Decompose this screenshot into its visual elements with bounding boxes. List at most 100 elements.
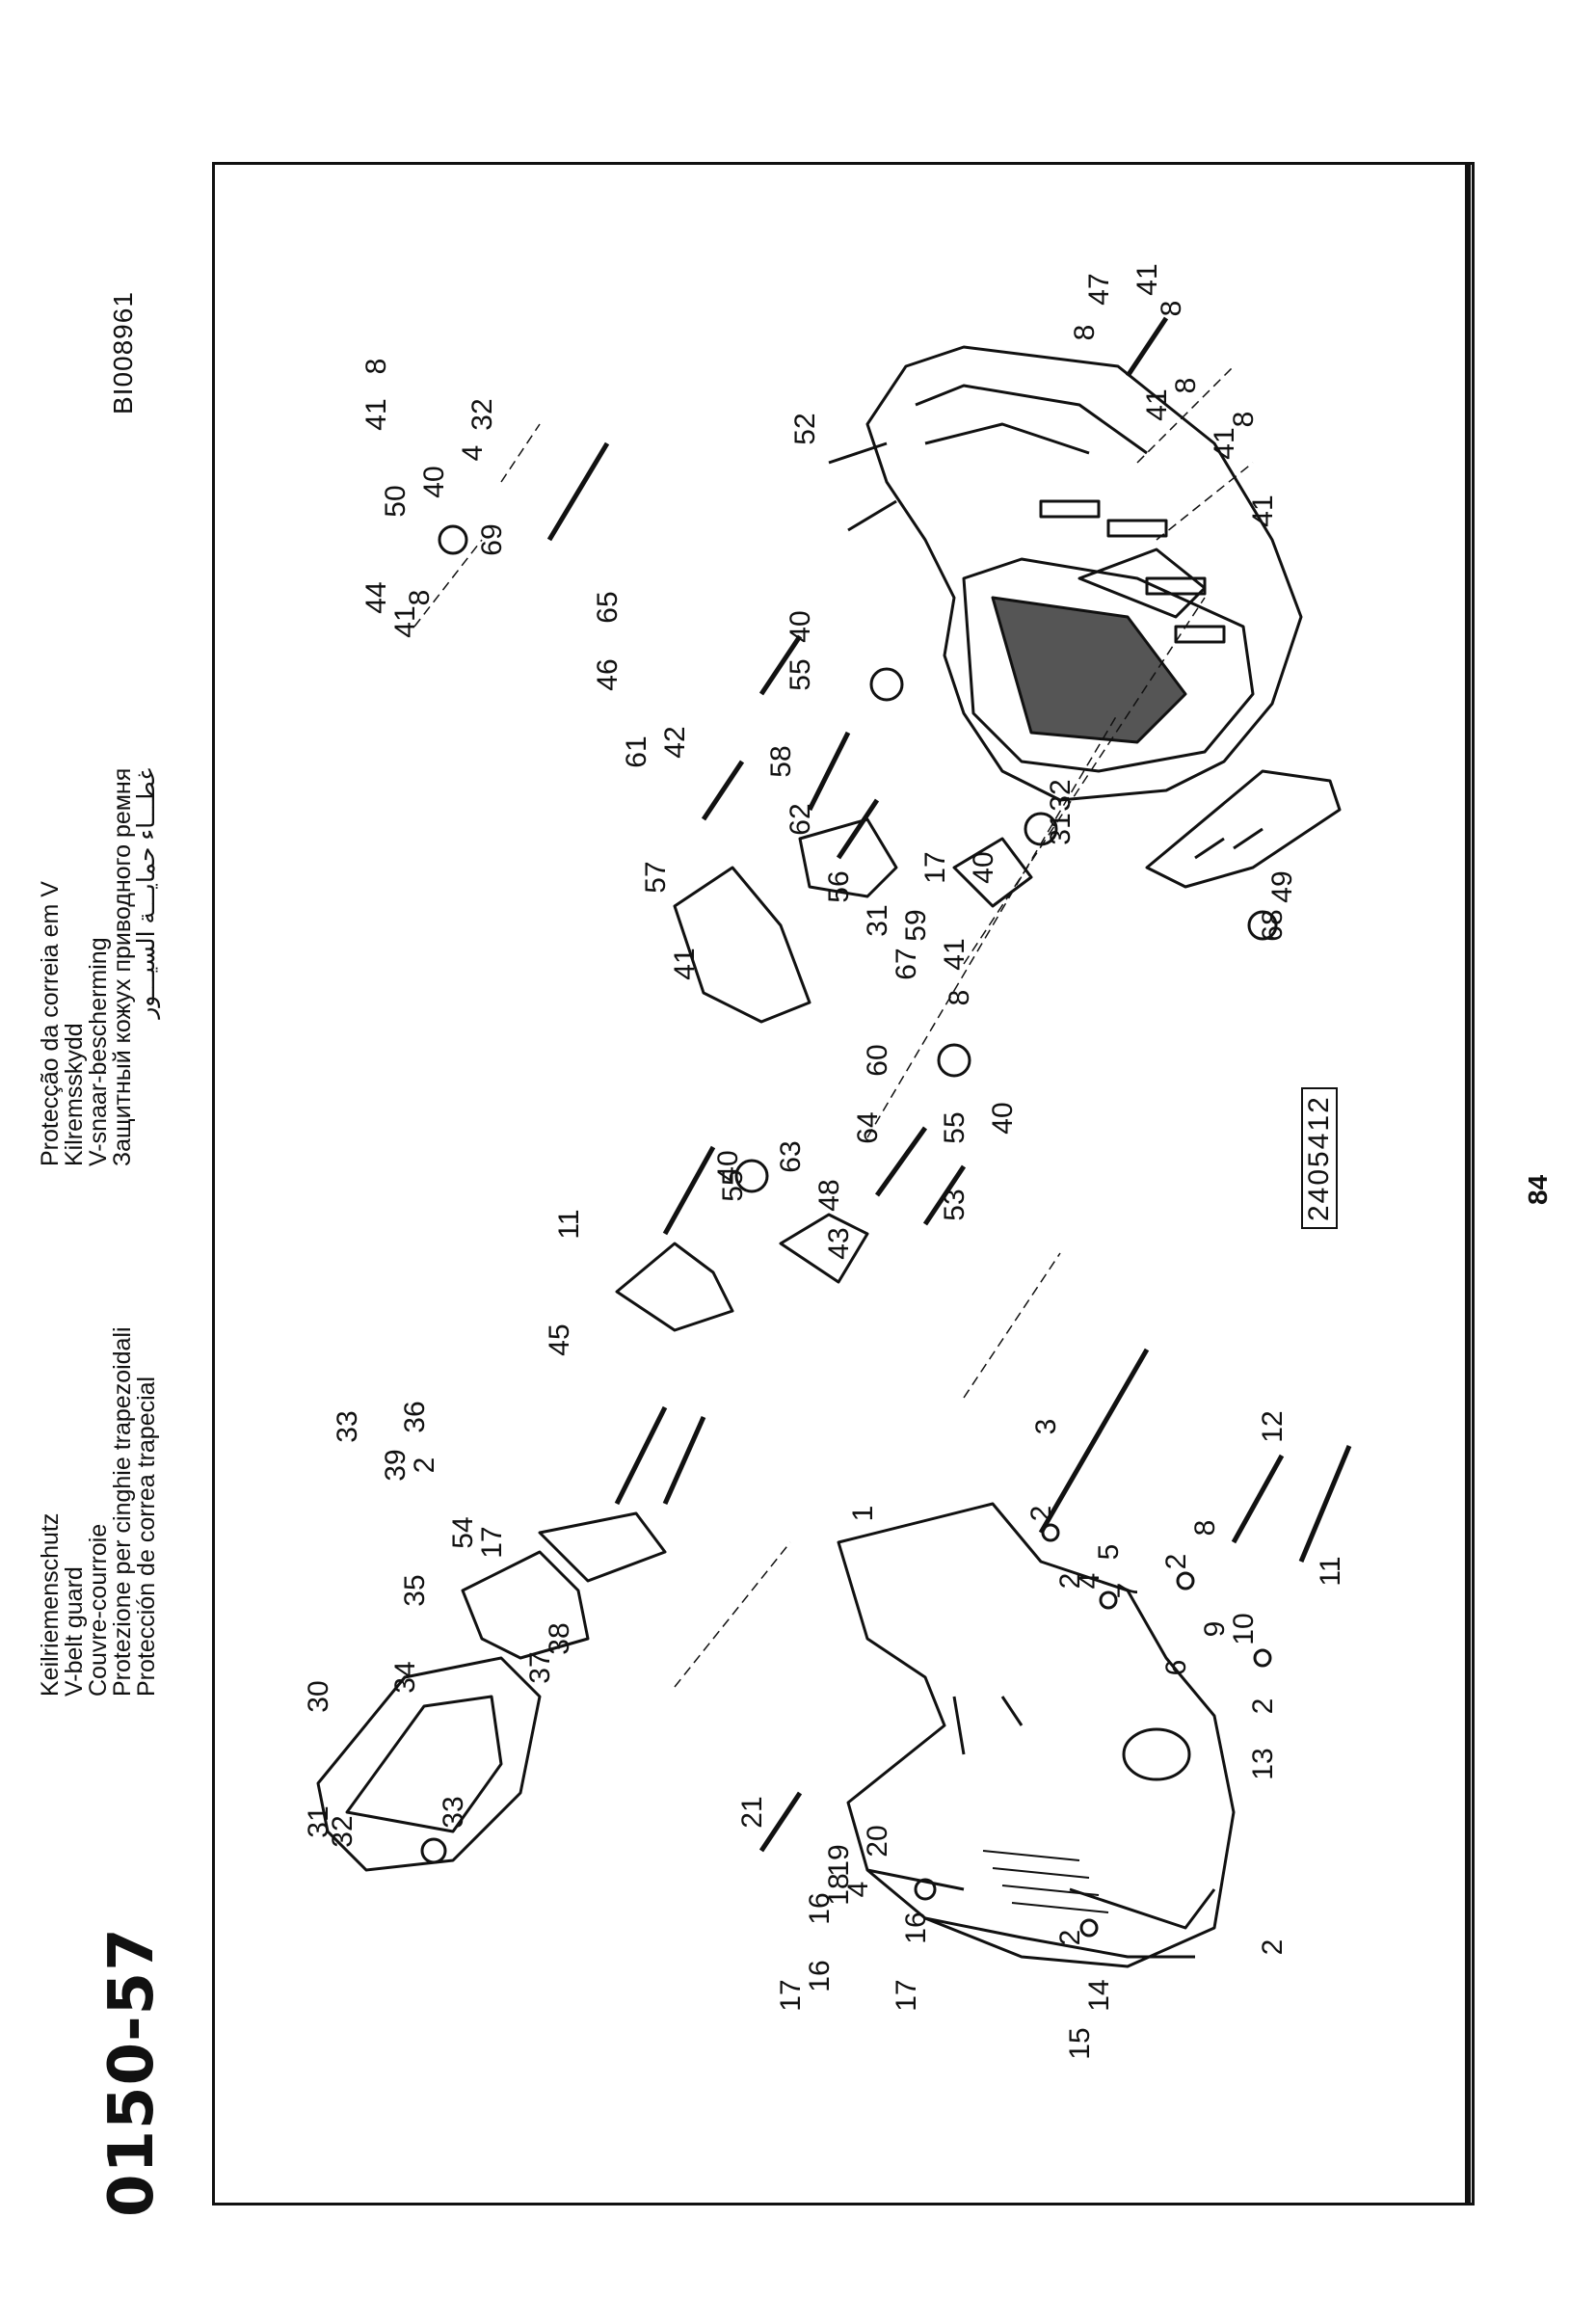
bolt-36 [614,1405,668,1506]
bolt-21 [758,1791,803,1853]
callout-number: 47 [1083,273,1115,305]
callout-number: 17 [775,1979,807,2011]
callout-number: 8 [944,990,975,1006]
bolt-62 [836,798,880,860]
callout-number: 8 [360,359,392,375]
callout-number: 17 [476,1526,508,1558]
drawing-frame [212,162,1475,2205]
frame-right-edge [1465,162,1471,2205]
callout-number: 2 [1160,1554,1192,1570]
bolt-39 [662,1415,706,1506]
callout-number: 50 [380,485,412,517]
bolt-53 [922,1164,967,1226]
callout-number: 41 [939,938,971,970]
callout-number: 56 [823,870,855,902]
callout-number: 38 [544,1622,575,1654]
callout-number: 52 [789,413,821,444]
callout-number: 39 [380,1449,412,1481]
callout-number: 69 [476,523,508,555]
callout-number: 34 [389,1661,421,1693]
callout-number: 8 [1228,412,1260,428]
callout-number: 8 [1156,301,1187,317]
bolt-3 [1038,1348,1150,1535]
callout-number: 8 [1170,378,1202,394]
callout-number: 2 [1257,1939,1289,1956]
callout-number: 48 [813,1179,845,1211]
callout-number: 31 [862,904,893,936]
callout-number: 63 [775,1140,807,1172]
bolt-65 [758,634,803,696]
callout-number: 64 [852,1111,884,1143]
callout-number: 40 [418,466,450,497]
callout-number: 32 [466,398,498,430]
callout-number: 41 [1131,263,1163,295]
callout-number: 33 [332,1410,363,1442]
callout-number: 5 [1093,1544,1125,1561]
callout-number: 18 [823,1873,855,1905]
callout-number: 40 [785,610,816,642]
callout-number: 7 [1112,1583,1144,1599]
callout-number: 8 [1069,325,1101,341]
bolt-69 [546,441,610,542]
callout-number: 21 [736,1796,768,1828]
callout-number: 62 [785,803,816,835]
guard-cover-49 [1145,769,1342,889]
bolt-64 [874,1126,928,1197]
callout-number: 11 [1315,1556,1346,1586]
callout-number: 40 [712,1150,744,1182]
callout-number: 65 [592,591,624,623]
callout-number: 44 [360,581,392,613]
bolt-47 [1125,316,1169,378]
callout-number: 17 [919,851,951,883]
callout-number: 43 [823,1227,855,1259]
callout-number: 30 [303,1680,334,1712]
callout-number: 8 [1189,1520,1221,1537]
callout-number: 67 [891,948,922,979]
callout-number: 33 [438,1796,469,1828]
callout-number: 41 [1247,495,1279,526]
bolt-11b [662,1145,716,1236]
callout-number: 2 [1247,1698,1279,1715]
rear-guard-1 [837,1502,1236,1968]
callout-number: 2 [1025,1506,1057,1522]
bolt-12 [1231,1454,1285,1544]
callout-number: 10 [1228,1613,1260,1644]
callout-number: 16 [804,1960,836,1992]
callout-number: 59 [900,909,932,941]
callout-number: 16 [900,1911,932,1943]
callout-number: 3 [1030,1419,1062,1435]
callout-number: 60 [862,1044,893,1076]
bolt-11a [1298,1445,1352,1563]
callout-number: 40 [968,851,999,883]
callout-number: 46 [592,658,624,690]
callout-number: 8 [404,590,436,606]
callout-number: 4 [457,445,489,462]
callout-number: 9 [1199,1621,1231,1638]
callout-number: 49 [1266,870,1298,902]
callout-number: 20 [862,1825,893,1857]
callout-number: 35 [399,1574,431,1606]
callout-number: 42 [659,726,691,758]
cover-30 [316,1656,542,1872]
bolt-42 [701,760,745,821]
callout-number: 61 [621,735,652,767]
callout-number: 16 [804,1892,836,1924]
callout-number: 12 [1257,1410,1289,1442]
callout-number: 32 [327,1815,359,1847]
callout-number: 36 [399,1401,431,1432]
callout-number: 2 [409,1457,440,1474]
callout-number: 2 [1054,1930,1086,1946]
callout-number: 13 [1247,1748,1279,1779]
callout-number: 32 [1045,779,1077,811]
callout-number: 37 [524,1651,556,1683]
callout-number: 11 [553,1209,585,1239]
callout-number: 4 [1074,1573,1105,1590]
callout-number: 19 [823,1844,855,1876]
callout-number: 55 [717,1169,749,1201]
callout-number: 58 [765,745,797,777]
callout-number: 6 [1160,1660,1192,1676]
bolt-58 [807,731,851,812]
guard-housing-52 [828,345,1303,802]
